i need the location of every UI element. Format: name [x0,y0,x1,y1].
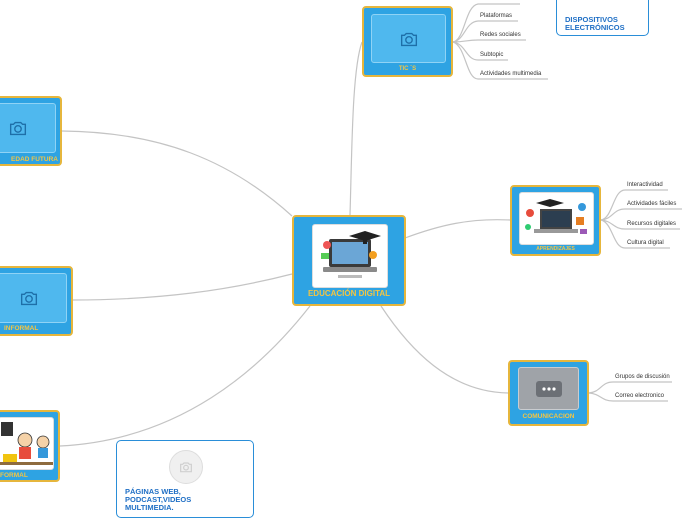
link-center-informal [71,273,293,301]
formal-image [0,417,54,470]
branch-informal[interactable]: INFORMAL [0,266,73,336]
tics-child-0[interactable]: Plataformas [480,13,513,19]
branch-aprendizajes[interactable]: APRENDIZAJES [510,185,601,256]
dispositivos-label: DISPOSITIVOS ELECTRÓNICOS [565,15,625,32]
tics-child-2[interactable]: Subtopic [480,52,504,58]
more-options-icon [535,380,562,397]
informal-label: INFORMAL [4,325,39,332]
comunicacion-image-placeholder [518,367,579,410]
branch-sociedad-futura[interactable]: EDAD FUTURA [0,96,62,166]
kids-classroom-illustration [0,422,53,465]
link-center-sociedad [61,130,293,217]
comunicacion-child-1[interactable]: Correo electronico [615,393,665,399]
card-paginas-web[interactable]: PÁGINAS WEB, PODCAST,VIDEOS MULTIMEDIA. [116,440,254,518]
comunicacion-child-0[interactable]: Grupos de discusión [615,374,670,380]
center-image [312,224,388,288]
camera-icon [180,462,192,473]
camera-icon [400,32,417,46]
branch-formal[interactable]: FORMAL [0,410,60,482]
tics-child-3[interactable]: Actividades multimedia [480,71,542,77]
link-center-tics [349,41,363,216]
camera-icon [20,291,38,306]
education-icons-laptop-illustration [525,199,587,234]
tics-child-1[interactable]: Redes sociales [480,32,521,38]
branch-comunicacion[interactable]: COMUNICACION [508,360,589,426]
paginas-image-placeholder [169,450,203,484]
tics-image-placeholder [371,14,446,63]
informal-image-placeholder [0,273,67,323]
aprendizajes-image [519,192,594,245]
aprendizajes-child-1[interactable]: Actividades fáciles [627,201,677,207]
link-center-aprendizajes [404,219,511,239]
laptop-education-illustration [321,231,381,278]
comunicacion-label: COMUNICACION [522,413,575,420]
center-node[interactable]: EDUCACIÓN DIGITAL [292,215,406,306]
card-dispositivos[interactable]: DISPOSITIVOS ELECTRÓNICOS [556,0,649,36]
link-center-comunicacion [380,305,509,394]
tics-label: TIC ´S [398,66,417,72]
aprendizajes-label: APRENDIZAJES [536,246,575,252]
paginas-label: PÁGINAS WEB, PODCAST,VIDEOS MULTIMEDIA. [125,487,192,512]
center-label: EDUCACIÓN DIGITAL [307,289,391,298]
formal-label: FORMAL [0,472,28,479]
sociedad-image-placeholder [0,103,56,153]
aprendizajes-child-3[interactable]: Cultura digital [627,240,664,246]
sociedad-label: EDAD FUTURA [11,156,58,163]
camera-icon [9,121,27,136]
link-center-formal [59,305,311,447]
aprendizajes-child-2[interactable]: Recursos digitales [627,221,677,227]
branch-tics[interactable]: TIC ´S [362,6,453,77]
aprendizajes-child-0[interactable]: Interactividad [627,182,663,188]
